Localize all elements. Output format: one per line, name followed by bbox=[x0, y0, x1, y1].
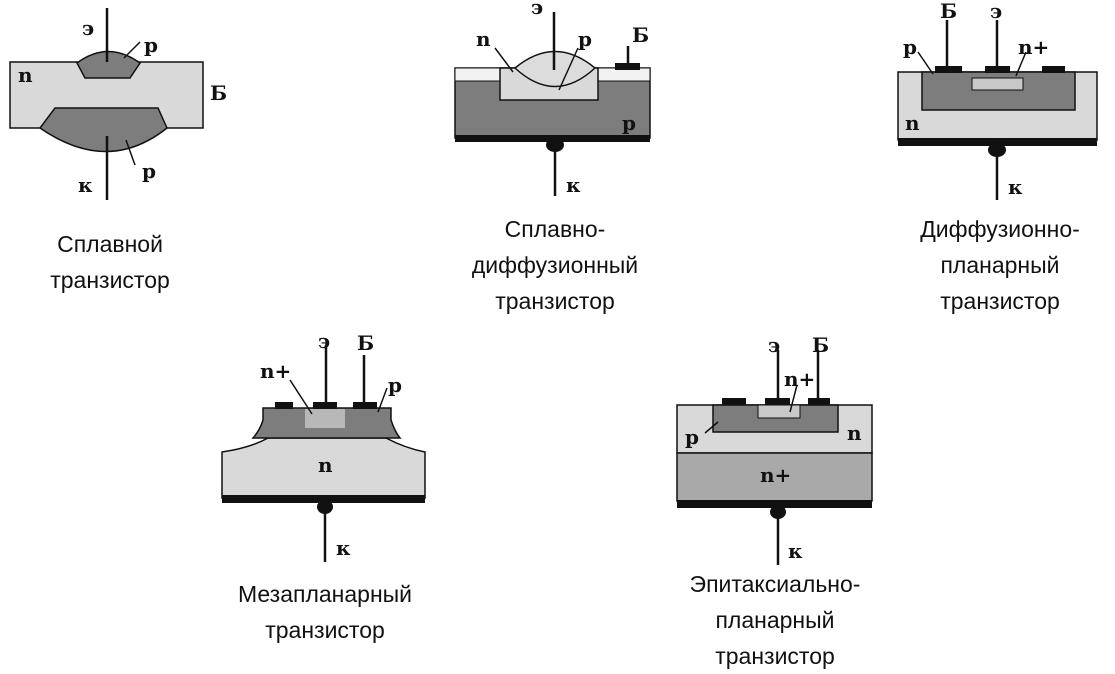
base-contact bbox=[935, 66, 962, 73]
nplus-emitter-region bbox=[305, 409, 345, 428]
base-contact bbox=[353, 402, 377, 409]
label-n: n bbox=[18, 63, 33, 87]
emitter-contact bbox=[985, 66, 1010, 73]
label-p-bottom: p bbox=[142, 159, 156, 183]
label-nplus: n+ bbox=[260, 359, 291, 383]
base-contact bbox=[808, 398, 830, 405]
caption-line: транзистор bbox=[715, 643, 835, 669]
label-nplus: n+ bbox=[760, 463, 791, 487]
pointer-line bbox=[494, 47, 514, 73]
collector-solder bbox=[546, 138, 564, 152]
emitter-p-region bbox=[76, 50, 142, 79]
pointer-line bbox=[917, 51, 934, 75]
pointer-line bbox=[377, 387, 388, 413]
collector-metal bbox=[677, 500, 872, 508]
caption-line: транзистор bbox=[265, 617, 385, 643]
label-n: n bbox=[318, 453, 333, 477]
label-base: Б bbox=[940, 0, 957, 23]
label-emitter: э bbox=[768, 333, 780, 357]
label-n: n bbox=[476, 27, 491, 51]
caption-line: Эпитаксиально- bbox=[690, 571, 861, 597]
label-nplus-top: n+ bbox=[784, 367, 815, 391]
emitter-contact bbox=[765, 398, 790, 405]
mesa-planar-transistor: n+ э Б p n к Мезапланарный транзистор bbox=[221, 329, 426, 643]
label-nplus: n+ bbox=[1018, 35, 1049, 59]
base-contact bbox=[615, 63, 640, 70]
p-base-region bbox=[921, 71, 1076, 111]
nplus-emitter-region bbox=[757, 404, 801, 419]
label-base: Б bbox=[210, 81, 227, 105]
caption-line: Мезапланарный bbox=[238, 581, 412, 607]
caption-line: Сплавно- bbox=[505, 216, 606, 242]
label-collector: к bbox=[788, 539, 803, 563]
caption-line: Диффузионно- bbox=[920, 216, 1080, 242]
label-emitter: э bbox=[531, 0, 543, 19]
nplus-emitter-region bbox=[971, 77, 1024, 91]
alloy-transistor: э p n Б p к Сплавной транзистор bbox=[9, 8, 227, 293]
epitaxial-planar-transistor: э Б n+ p n n+ к Эпитаксиально- планарный… bbox=[676, 333, 873, 669]
label-base: Б bbox=[632, 23, 649, 47]
label-p: p bbox=[622, 111, 636, 135]
label-collector: к bbox=[1008, 175, 1023, 199]
label-emitter: э bbox=[990, 0, 1002, 23]
emitter-contact bbox=[313, 402, 337, 409]
pointer-line bbox=[125, 139, 136, 166]
ring-contact bbox=[275, 402, 293, 409]
label-n: n bbox=[905, 111, 920, 135]
caption-line: планарный bbox=[940, 252, 1059, 278]
label-p-top: p bbox=[144, 33, 158, 57]
label-collector: к bbox=[78, 173, 93, 197]
collector-metal bbox=[898, 138, 1097, 146]
label-p: p bbox=[685, 425, 699, 449]
collector-p-region bbox=[38, 107, 168, 153]
label-collector: к bbox=[336, 536, 351, 560]
pointer-line bbox=[1015, 51, 1027, 77]
label-base: Б bbox=[812, 333, 829, 357]
alloy-diffused-transistor: э n p Б p к Сплавно- диффузионный транзи… bbox=[454, 0, 651, 314]
caption-line: транзистор bbox=[940, 288, 1060, 314]
ring-contact bbox=[722, 398, 746, 405]
ring-contact bbox=[1042, 66, 1065, 73]
pointer-line bbox=[789, 384, 798, 413]
label-base: Б bbox=[357, 331, 374, 355]
caption-line: транзистор bbox=[50, 267, 170, 293]
caption-line: транзистор bbox=[495, 288, 615, 314]
label-emitter: э bbox=[318, 329, 330, 353]
nplus-substrate bbox=[676, 452, 873, 502]
pointer-line bbox=[289, 379, 313, 415]
collector-solder bbox=[317, 500, 333, 514]
pointer-line bbox=[558, 47, 579, 91]
caption-line: Сплавной bbox=[57, 231, 163, 257]
label-collector: к bbox=[566, 173, 581, 197]
pointer-line bbox=[123, 41, 141, 59]
caption-line: планарный bbox=[715, 607, 834, 633]
label-p-top: p bbox=[578, 27, 592, 51]
label-p: p bbox=[903, 35, 917, 59]
label-emitter: э bbox=[82, 16, 94, 40]
pointer-line bbox=[704, 421, 719, 434]
label-p: p bbox=[388, 373, 402, 397]
caption-line: диффузионный bbox=[472, 252, 638, 278]
collector-metal bbox=[222, 495, 425, 503]
diffused-planar-transistor: Б э p n+ n к Диффузионно- планарный тран… bbox=[897, 0, 1098, 314]
label-n: n bbox=[847, 421, 862, 445]
